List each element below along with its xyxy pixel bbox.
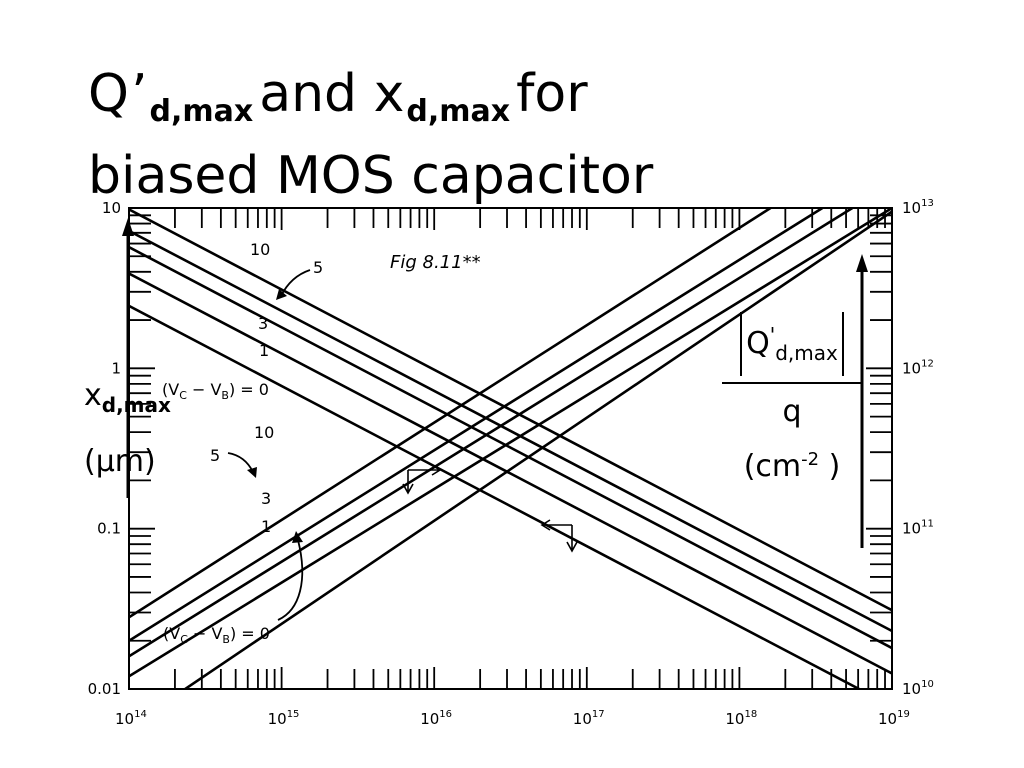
qd-line-0 (129, 208, 772, 619)
leader-arrow-q5 (227, 452, 254, 473)
left-axis-unit: (µm) (84, 444, 156, 479)
leader-arrow-q0 (277, 539, 304, 621)
label-q-10: 10 (254, 423, 274, 442)
qd-line-3 (129, 208, 892, 678)
chart-text: 10 5 3 1 (VC − VB) = 0 10 5 3 1 (VC − VB… (88, 198, 934, 728)
leader-arrowhead-q0 (292, 531, 303, 543)
right-y-tick-label: 1011 (902, 519, 934, 538)
right-axis-up-arrowhead (856, 254, 868, 272)
axis-pointer-arrow-2 (540, 519, 578, 553)
series-lines (129, 208, 892, 689)
label-q-0: (VC − VB) = 0 (163, 624, 270, 646)
label-x-1: 1 (259, 341, 269, 360)
left-y-tick-label: 0.1 (97, 520, 121, 538)
left-y-tick-label: 10 (102, 199, 121, 217)
left-axis-up-arrowhead (122, 218, 134, 236)
title-line-2: biased MOS capacitor (88, 146, 654, 206)
label-q-1: 1 (261, 517, 271, 536)
right-y-tick-label: 1013 (902, 198, 934, 217)
qd-line-2 (129, 208, 854, 658)
left-y-tick-label: 0.01 (88, 680, 121, 698)
label-x-3: 3 (258, 314, 268, 333)
label-x-5: 5 (313, 258, 323, 277)
right-axis-label: Q'd,max q (cm-2 ) (722, 312, 862, 491)
x-tick-label: 1018 (725, 709, 757, 728)
annotation-arrows (122, 218, 868, 621)
axis-pointer-arrow-1 (402, 464, 442, 495)
fraction-bar (722, 382, 862, 384)
label-x-10: 10 (250, 240, 270, 259)
figure-caption: Fig 8.11** (390, 252, 481, 273)
label-x-0: (VC − VB) = 0 (162, 380, 269, 402)
xd-line-4 (129, 304, 862, 689)
label-q-3: 3 (261, 489, 271, 508)
xd-line-0 (129, 208, 892, 612)
xd-line-2 (129, 245, 892, 650)
left-y-tick-label: 1 (111, 359, 121, 377)
right-axis-denominator: q (782, 394, 802, 429)
label-q-5: 5 (210, 446, 220, 465)
qd-line-4 (182, 210, 892, 689)
x-tick-label: 1014 (115, 709, 147, 728)
left-axis-variable: xd,max (84, 378, 171, 417)
right-y-tick-label: 1012 (902, 358, 934, 377)
right-y-tick-label: 1010 (902, 679, 934, 698)
right-axis-unit: (cm-2 ) (743, 449, 841, 484)
x-tick-label: 1016 (420, 709, 452, 728)
xd-line-3 (129, 272, 892, 675)
right-axis-numerator: Q'd,max (740, 312, 844, 376)
x-tick-label: 1015 (268, 709, 300, 728)
qd-line-1 (129, 208, 824, 642)
leader-arrowhead-x5 (276, 289, 287, 300)
xd-line-1 (129, 229, 892, 633)
x-tick-label: 1017 (573, 709, 605, 728)
axis-ticks (128, 208, 892, 690)
x-tick-label: 1019 (878, 709, 910, 728)
leader-arrowhead-q5 (247, 467, 257, 478)
